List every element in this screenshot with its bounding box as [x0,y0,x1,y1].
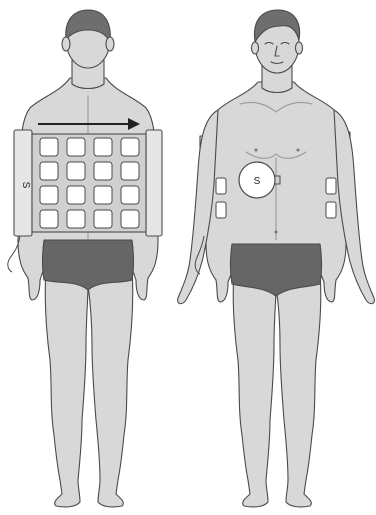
front-right-nipple [297,149,300,152]
front-left-nipple [255,149,258,152]
front-right-ear [296,42,303,54]
electrode [67,210,85,228]
front-right-leg [276,272,321,507]
front-navel [275,231,278,234]
front-view-figure [178,10,375,507]
back-left-ear [62,37,70,51]
electrode [94,162,112,180]
front-left-leg [233,272,276,507]
back-right-ear [106,37,114,51]
electrode [216,202,226,218]
back-view-figure [18,10,158,507]
electrode [40,186,58,204]
electrode [67,162,85,180]
electrode [216,178,226,194]
electrode [326,178,336,194]
back-right-leg [88,268,133,507]
front-left-ear [252,42,259,54]
electrode [121,162,139,180]
electrode [121,138,139,156]
front-sensor-label: S [254,176,261,187]
electrode [326,202,336,218]
electrode [94,186,112,204]
electrode [40,210,58,228]
electrode [67,138,85,156]
electrode [40,138,58,156]
electrode [121,210,139,228]
electrode [94,210,112,228]
electrode [67,186,85,204]
electrode [40,162,58,180]
back-left-leg [45,268,88,507]
electrode [94,138,112,156]
back-sensor-label: S [20,182,31,189]
back-pad-right-collar [146,130,162,236]
electrode [121,186,139,204]
